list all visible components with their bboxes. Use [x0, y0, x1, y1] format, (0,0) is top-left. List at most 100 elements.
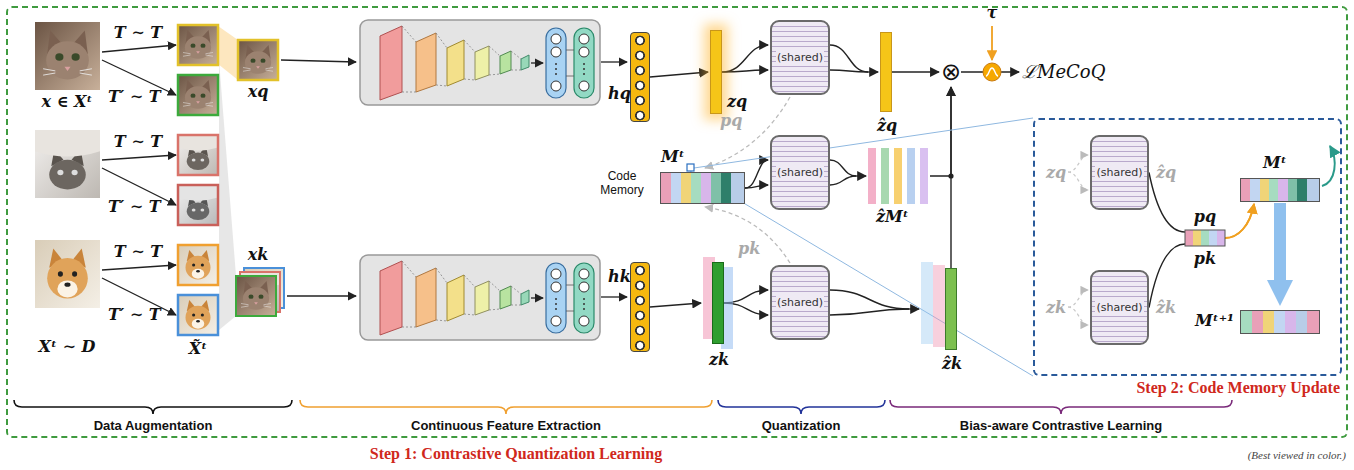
zoom-leader: [687, 164, 694, 171]
memory-output-arrow: [1322, 146, 1335, 186]
inset-projection-arrow: [1068, 155, 1088, 172]
key-images: [236, 276, 276, 316]
encoder-network: [360, 20, 600, 340]
code-memory: Mᵗ⁺¹: [1240, 310, 1320, 334]
highlight-wedge: [218, 26, 238, 80]
connector-line: [1149, 244, 1185, 308]
quantized-vector: ẑk: [945, 268, 957, 350]
node-label: Mᵗ⁺¹: [1195, 312, 1234, 330]
code-index-bar: [1185, 230, 1225, 246]
augmented-image: [178, 25, 218, 65]
input-image: [35, 22, 100, 308]
node-label: Mᵗ: [661, 148, 685, 166]
section-brace: [300, 400, 712, 414]
node-label: (shared): [1095, 166, 1143, 179]
highlight-wedge: [219, 60, 236, 330]
temperature-symbol: [983, 26, 1001, 81]
transform-label: T ∼ T: [114, 243, 162, 261]
node-label: ℒMeCoQ: [1022, 61, 1105, 83]
connector-line: [830, 176, 856, 185]
augmented-image: [178, 185, 218, 225]
augmented-image: [178, 135, 218, 175]
feature-vector: hk: [630, 262, 650, 352]
code-index-bar: [1209, 230, 1217, 246]
code-index-bar: [1185, 230, 1193, 246]
augment-arrow: [102, 155, 176, 160]
connector: [830, 290, 919, 315]
connector: [1149, 173, 1254, 239]
connector-line: [722, 45, 768, 72]
quantizer-box: (shared): [1090, 270, 1149, 345]
temperature-symbol: [991, 26, 993, 60]
augmented-image: [178, 75, 218, 115]
section-brace: [718, 400, 885, 414]
inset-projection-arrow: [1068, 172, 1088, 190]
query-image: [238, 40, 278, 80]
encoder-arrow: [601, 61, 627, 62]
transform-label: T ∼ T: [114, 133, 162, 151]
connector-line: [830, 290, 909, 309]
connector-line: [650, 72, 708, 77]
connector: [650, 303, 701, 307]
connector-line: [1225, 204, 1254, 238]
inset-projection-arrow: [1068, 290, 1088, 307]
connector: [951, 87, 952, 268]
connector-line: [724, 303, 768, 315]
connector: [745, 160, 768, 188]
connector-line: [745, 185, 768, 188]
connector-line: [1274, 203, 1286, 280]
connector: [650, 72, 708, 77]
augmented-image: [178, 245, 218, 285]
augmented-image: [178, 295, 218, 335]
encoder-network: [360, 20, 600, 105]
node-label: (shared): [1095, 301, 1143, 314]
input-image: [35, 240, 100, 308]
connector: [892, 72, 939, 73]
code-index-bar: [1201, 230, 1209, 246]
math-label: ẑq: [1156, 164, 1176, 182]
math-label: Xᵗ ∼ D: [39, 338, 96, 356]
node-label: (shared): [776, 51, 824, 64]
node-label: hk: [608, 268, 631, 286]
connector-line: [830, 309, 909, 315]
math-label: pq: [720, 112, 742, 130]
key-images: [236, 276, 276, 316]
connector-line: [830, 160, 856, 176]
connector-line: [650, 303, 701, 307]
query-image: [238, 40, 278, 80]
connector-line: [745, 160, 768, 188]
connector-line: [722, 70, 768, 72]
math-label: xq: [248, 83, 269, 101]
code-index-bar: [1185, 230, 1225, 246]
connector-line: [1225, 204, 1254, 238]
quantizer-box: (shared): [770, 265, 830, 340]
code-index-bar: [1193, 230, 1201, 246]
math-label: pk: [738, 240, 760, 258]
math-label: zk: [1046, 299, 1066, 317]
math-label: xk: [248, 246, 269, 264]
inset-projection-arrow: [1068, 307, 1088, 325]
transform-label: T′ ∼ T: [108, 306, 161, 324]
augmented-image: [178, 135, 218, 175]
temperature-label: τ: [987, 4, 998, 22]
connector-line: [724, 290, 768, 303]
connector-line: [892, 71, 939, 72]
code-memory: Mᵗ: [1240, 178, 1320, 202]
transform-label: T′ ∼ T: [108, 88, 161, 106]
connector-line: [868, 71, 878, 72]
note-text: (Best viewed in color.): [1248, 449, 1346, 462]
connector-line: [950, 87, 951, 268]
section-label: Continuous Feature Extraction: [411, 418, 601, 434]
augmented-image: [178, 185, 218, 225]
augmented-image: [178, 75, 218, 115]
key-images: [236, 268, 284, 316]
connector: [830, 160, 866, 185]
embedding-vector: zq: [710, 30, 722, 114]
augmented-image: [178, 245, 218, 285]
connector: [724, 290, 768, 315]
connector-line: [909, 308, 919, 309]
code-index-bar: [1217, 230, 1225, 246]
node-label: zq: [727, 93, 747, 111]
quantized-vector: ẑq: [880, 32, 892, 112]
